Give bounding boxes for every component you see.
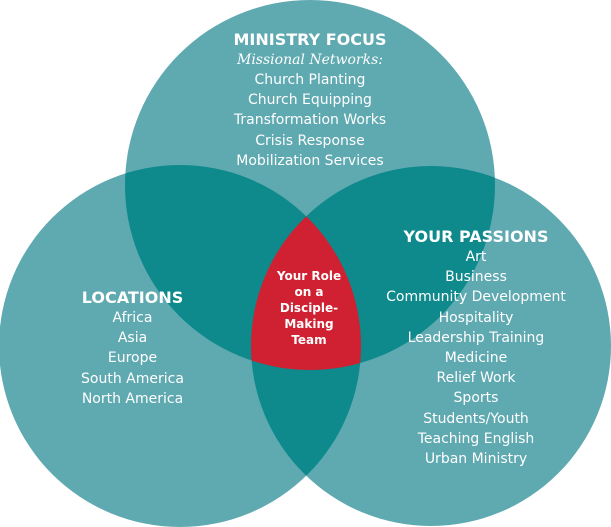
center-label-line: Making	[284, 317, 334, 331]
center-label-line: Team	[291, 333, 327, 347]
location-item: North America	[81, 390, 184, 407]
passions-title: YOUR PASSIONS	[403, 227, 549, 246]
passion-item: Art	[465, 249, 487, 265]
passion-item: Sports	[453, 390, 499, 407]
passion-item: Medicine	[444, 350, 508, 367]
center-label-line: Your Role	[276, 269, 342, 283]
passion-item: Hospitality	[438, 309, 514, 326]
ministry-item: Crisis Response	[255, 132, 365, 149]
ministry-item: Mobilization Services	[236, 152, 384, 169]
center-label-line: Disciple-	[279, 301, 339, 315]
passion-item: Urban Ministry	[424, 451, 528, 468]
ministry-focus-subtitle: Missional Networks:	[236, 52, 384, 68]
ministry-focus-block: MINISTRY FOCUS Missional Networks: Churc…	[210, 30, 410, 171]
passion-item: Leadership Training	[407, 329, 545, 346]
passion-item: Community Development	[386, 289, 566, 306]
location-item: Asia	[117, 330, 148, 347]
locations-title: LOCATIONS	[81, 288, 184, 307]
passion-item: Teaching English	[417, 430, 535, 447]
passion-item: Business	[445, 269, 507, 286]
passion-item: Relief Work	[436, 370, 516, 387]
ministry-item: Transformation Works	[233, 112, 387, 129]
ministry-item: Church Equipping	[248, 92, 372, 109]
ministry-item: Church Planting	[254, 72, 366, 88]
location-item: Europe	[107, 350, 158, 367]
location-item: Africa	[112, 310, 153, 326]
location-item: South America	[81, 370, 184, 387]
ministry-focus-title: MINISTRY FOCUS	[233, 30, 387, 49]
center-label-line: on a	[294, 285, 324, 299]
passion-item: Students/Youth	[423, 410, 529, 427]
